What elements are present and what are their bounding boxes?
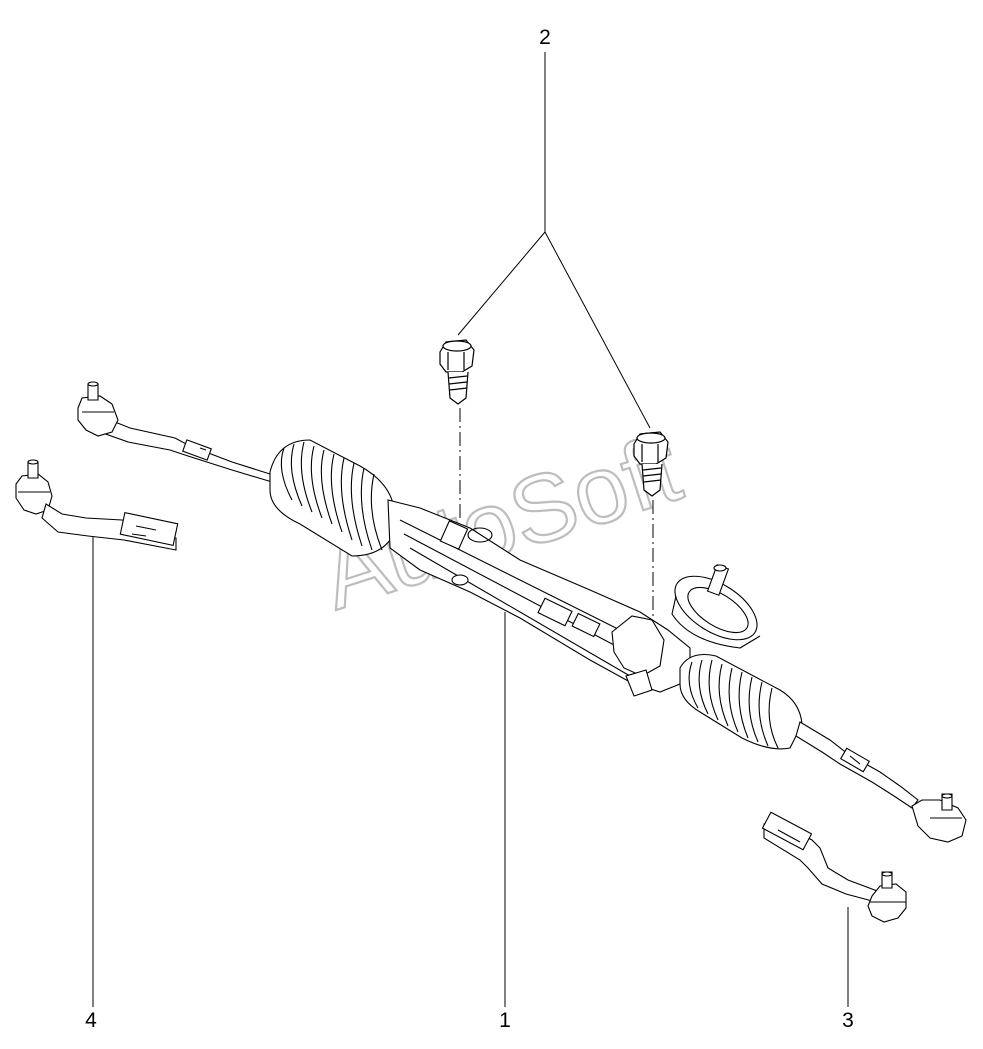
left-bellows bbox=[270, 440, 392, 556]
pinion-housing bbox=[612, 616, 664, 676]
right-tie-rod-end bbox=[912, 800, 966, 842]
callout-4: 4 bbox=[85, 1009, 97, 1032]
left-tie-rod-end bbox=[78, 396, 118, 436]
right-bellows bbox=[680, 655, 802, 749]
callout-1: 1 bbox=[499, 1009, 511, 1032]
callout-2: 2 bbox=[539, 26, 551, 49]
leader-line-2-right-bolt bbox=[544, 231, 651, 429]
leader-line-2-left-bolt bbox=[457, 231, 546, 336]
bolt-left bbox=[440, 340, 474, 404]
leader-lines bbox=[92, 52, 849, 1007]
steering-rack-assembly bbox=[78, 382, 966, 842]
tie-rod-end-left bbox=[16, 460, 178, 550]
callout-3: 3 bbox=[842, 1009, 854, 1032]
tie-rod-end-right bbox=[762, 812, 906, 922]
bolt-right bbox=[634, 432, 668, 496]
